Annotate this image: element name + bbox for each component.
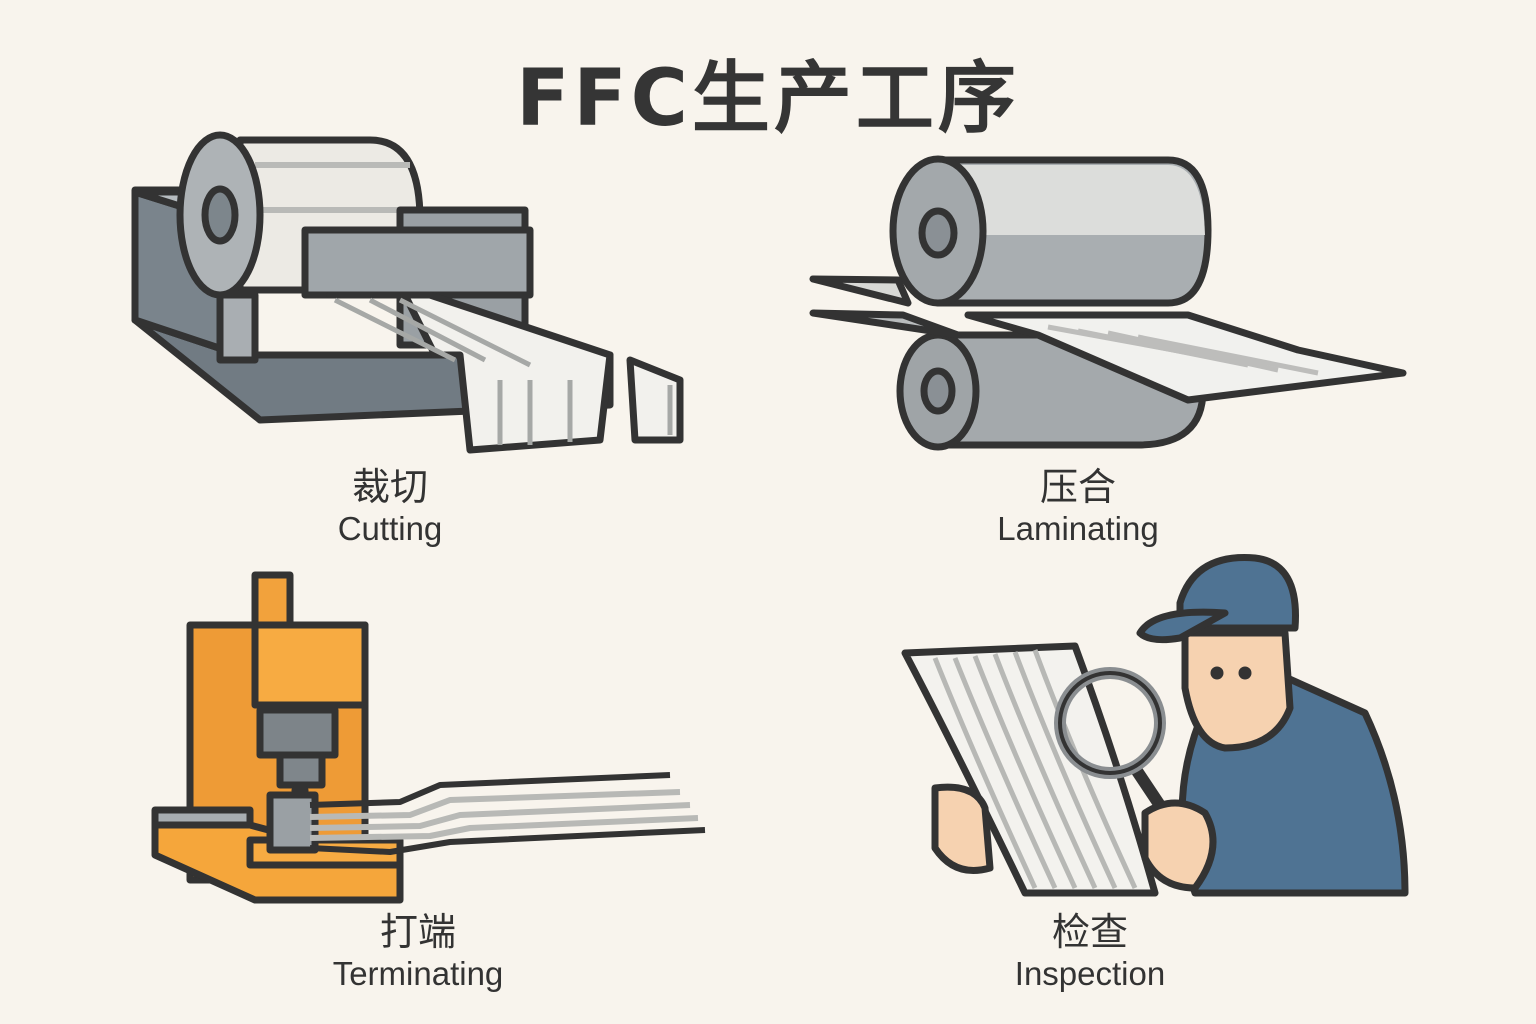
terminating-press-icon	[151, 571, 706, 904]
step-laminating	[808, 155, 1408, 459]
step-zh: 压合	[1039, 465, 1116, 509]
step-zh: 裁切	[351, 465, 428, 509]
step-en: Terminating	[332, 955, 504, 992]
inspector-magnifier-icon	[901, 554, 1409, 897]
step-terminating	[150, 570, 720, 904]
slitting-machine-icon	[131, 131, 684, 454]
page-title: FFC生产工序	[516, 54, 1020, 144]
step-label-inspection: 检查 Inspection	[940, 910, 1240, 994]
step-label-laminating: 压合 Laminating	[928, 465, 1228, 549]
laminating-rollers-icon	[809, 155, 1407, 451]
step-en: Laminating	[997, 510, 1159, 547]
step-label-cutting: 裁切 Cutting	[240, 465, 540, 549]
step-en: Inspection	[1014, 955, 1166, 992]
step-cutting	[130, 130, 700, 454]
step-zh: 检查	[1051, 910, 1128, 954]
step-inspection	[895, 548, 1415, 912]
step-zh: 打端	[379, 910, 456, 954]
step-label-terminating: 打端 Terminating	[268, 910, 568, 994]
step-en: Cutting	[337, 510, 443, 547]
